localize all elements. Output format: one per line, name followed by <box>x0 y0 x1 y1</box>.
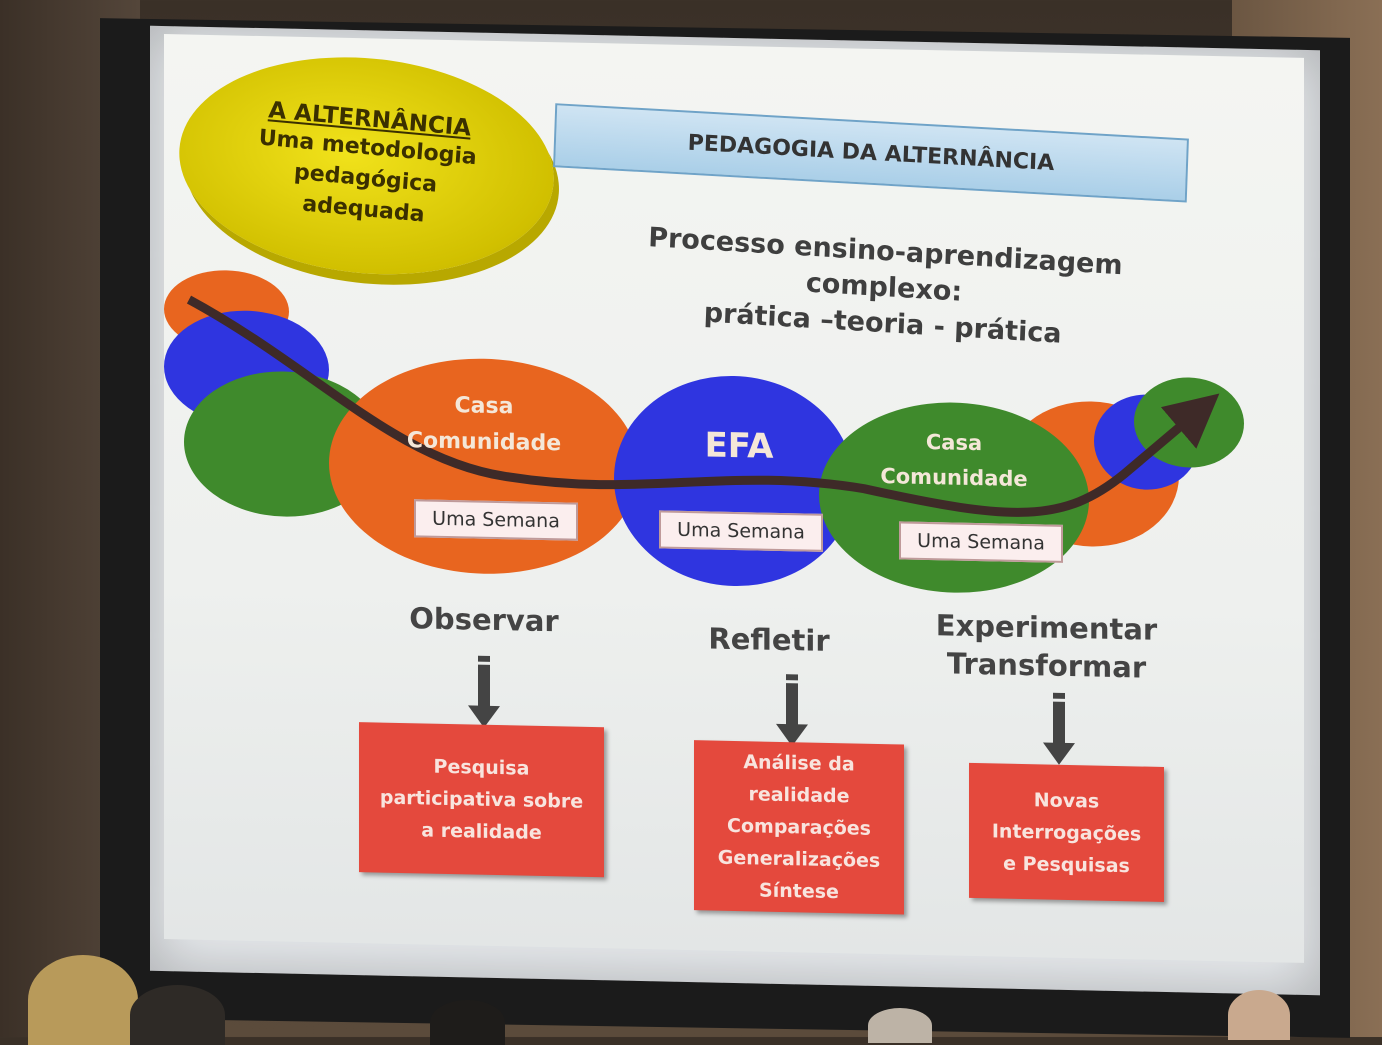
step-box-refletir: Análise da realidade Comparações General… <box>694 740 904 915</box>
stage-2-line1: EFA <box>704 425 774 467</box>
down-arrow-1 <box>468 655 500 728</box>
box-line: Novas <box>1033 788 1100 813</box>
step-label-observar: Observar <box>389 599 579 641</box>
step-label-observar-text: Observar <box>409 601 559 639</box>
audience-head-5 <box>1228 990 1290 1040</box>
step-label-experimentar: Experimentar Transformar <box>934 606 1159 687</box>
box-line: realidade <box>748 783 850 808</box>
stage-1-line2: Comunidade <box>406 428 562 457</box>
process-curve-arrow <box>186 295 1220 517</box>
step-label-refletir-text: Refletir <box>708 621 830 658</box>
box-line: Comparações <box>727 814 871 840</box>
audience-head-2 <box>130 985 225 1045</box>
week-label-3-text: Uma Semana <box>917 529 1045 555</box>
box-line: Síntese <box>759 879 839 904</box>
week-label-2: Uma Semana <box>659 510 823 552</box>
step-label-experimentar-line2: Transformar <box>946 646 1147 685</box>
audience-head-1 <box>28 955 138 1045</box>
step-label-refletir: Refletir <box>689 619 849 660</box>
stage-3-text: Casa Comunidade <box>864 424 1044 498</box>
stage-2-text: EFA <box>679 425 799 468</box>
week-label-2-text: Uma Semana <box>677 518 805 544</box>
stage-1-line1: Casa <box>454 393 514 420</box>
box-line: participativa sobre <box>379 786 584 813</box>
box-line: Pesquisa <box>433 755 530 780</box>
box-line: Interrogações <box>991 819 1142 846</box>
step-box-observar: Pesquisa participativa sobre a realidade <box>359 722 604 878</box>
stage-1-text: Casa Comunidade <box>389 387 579 463</box>
week-label-1: Uma Semana <box>414 499 578 541</box>
audience-head-4 <box>868 1008 932 1043</box>
week-label-3: Uma Semana <box>899 521 1063 563</box>
box-line: Generalizações <box>717 846 881 873</box>
box-line: Análise da <box>743 751 855 776</box>
stage-3-line2: Comunidade <box>880 464 1028 492</box>
week-label-1-text: Uma Semana <box>432 507 560 533</box>
step-label-experimentar-line1: Experimentar <box>935 608 1158 647</box>
box-line: e Pesquisas <box>1003 852 1130 877</box>
audience-head-3 <box>430 1000 505 1045</box>
projector-screen: A ALTERNÂNCIA Uma metodologia pedagógica… <box>150 25 1320 996</box>
slide: A ALTERNÂNCIA Uma metodologia pedagógica… <box>164 34 1304 963</box>
step-box-experimentar: Novas Interrogações e Pesquisas <box>969 762 1164 902</box>
down-arrow-3 <box>1043 692 1075 765</box>
stage-3-line1: Casa <box>925 429 983 456</box>
box-line: a realidade <box>421 819 542 844</box>
down-arrow-2 <box>776 674 808 747</box>
